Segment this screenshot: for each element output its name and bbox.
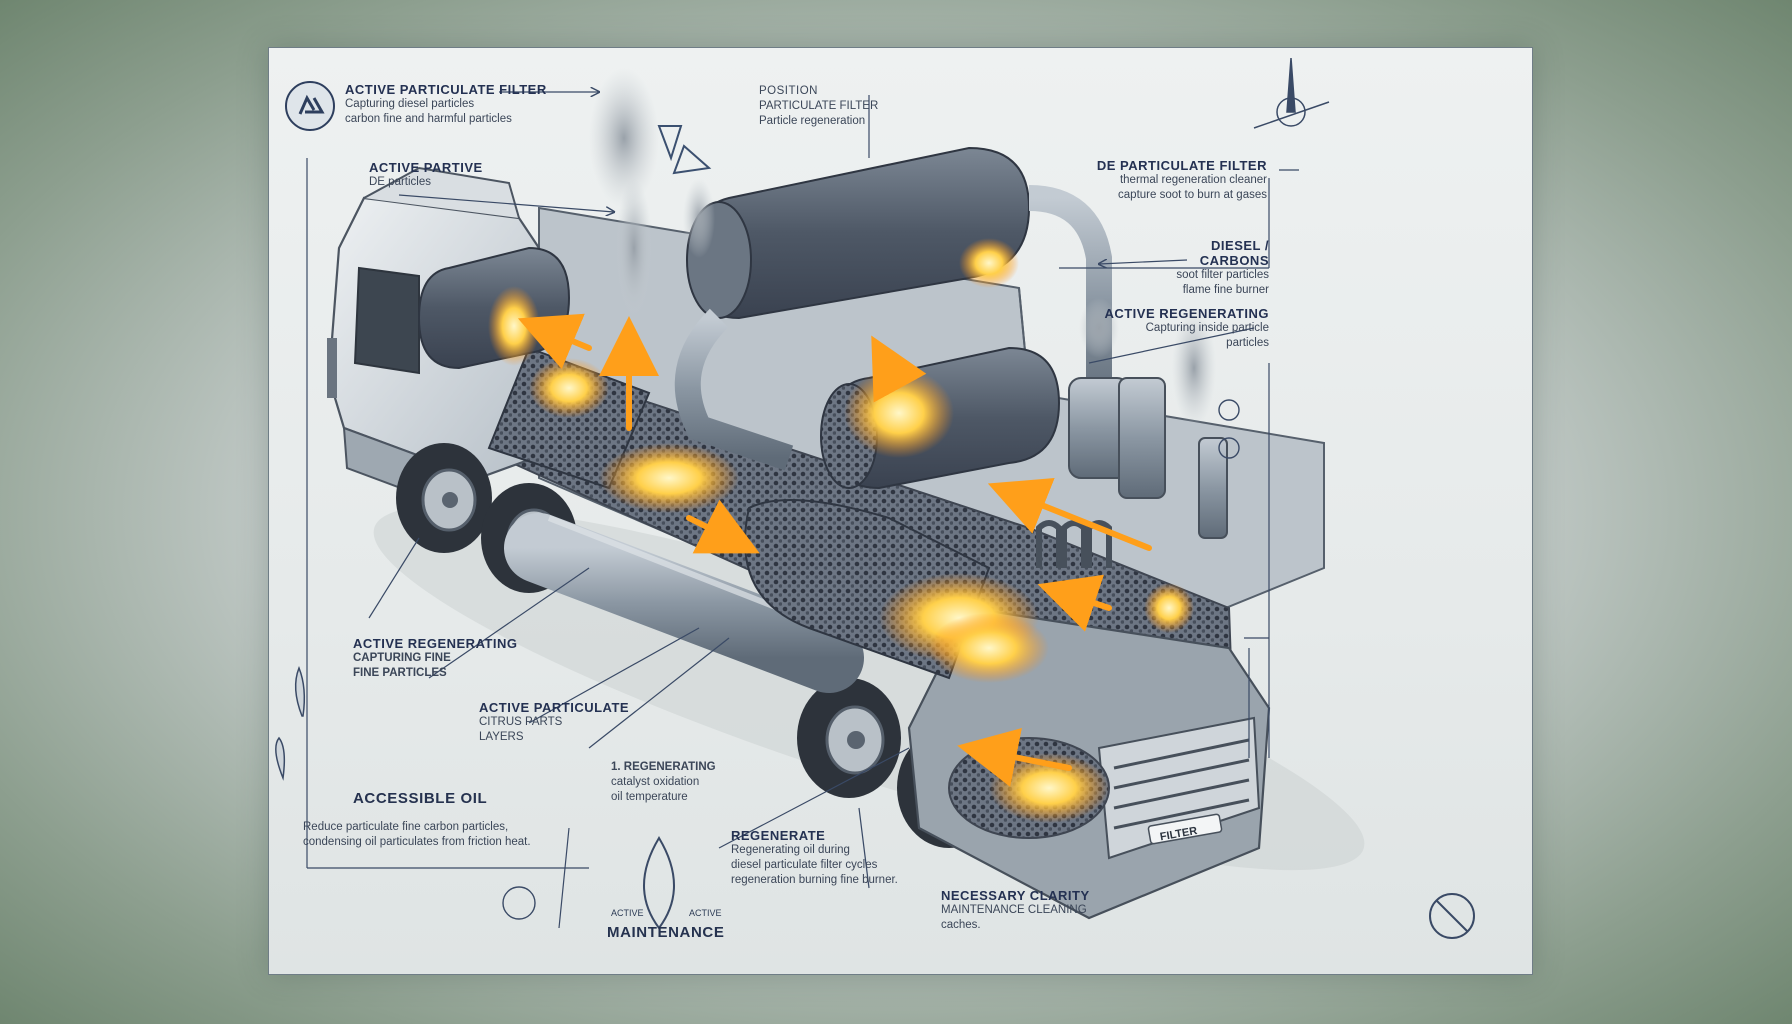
smoke-plumes (589, 68, 1216, 428)
label-cab: ACTIVE PARTIVE DE particles (369, 160, 483, 188)
label-right-2: DIESEL / CARBONS soot filter particles f… (1176, 238, 1269, 296)
label-oil-desc: Reduce particulate fine carbon particles… (303, 821, 531, 848)
gauge-icons (502, 399, 1240, 920)
label-bottom-right: NECESSARY CLARITY MAINTENANCE CLEANING c… (941, 888, 1090, 931)
diagram-sheet: FILTER (268, 47, 1533, 975)
label-maintenance: MAINTENANCE (607, 924, 725, 941)
label-left-1: ACTIVE REGENERATING CAPTURING FINE FINE … (353, 636, 518, 679)
oil-drop-icon (275, 665, 675, 930)
callout-lines (306, 92, 1299, 929)
label-middle-1: ACTIVE PARTICULATE CITRUS PARTS LAYERS (479, 700, 630, 743)
filter-canisters (417, 146, 1228, 680)
no-symbol-icon (1429, 893, 1475, 939)
label-top-center: POSITION PARTICULATE FILTER Particle reg… (759, 85, 879, 127)
label-maint-small-2: ACTIVE (689, 908, 722, 918)
recycle-outline-icon (657, 125, 712, 175)
label-top-left: ACTIVE PARTICULATE FILTER Capturing dies… (345, 82, 547, 125)
label-regenerate: REGENERATE Regenerating oil during diese… (731, 828, 898, 886)
truck-illustration: FILTER (275, 57, 1475, 939)
label-middle-2: 1. REGENERATING catalyst oxidation oil t… (611, 761, 716, 803)
flow-arrows (517, 313, 1152, 787)
label-right-3: ACTIVE REGENERATING Capturing inside par… (1104, 306, 1269, 349)
recycle-icon (285, 81, 335, 131)
label-maint-small-1: ACTIVE (611, 908, 644, 918)
label-oil: ACCESSIBLE OIL (353, 790, 488, 807)
compass-icon (1253, 57, 1330, 129)
label-right-1: DE PARTICULATE FILTER thermal regenerati… (1096, 158, 1267, 201)
